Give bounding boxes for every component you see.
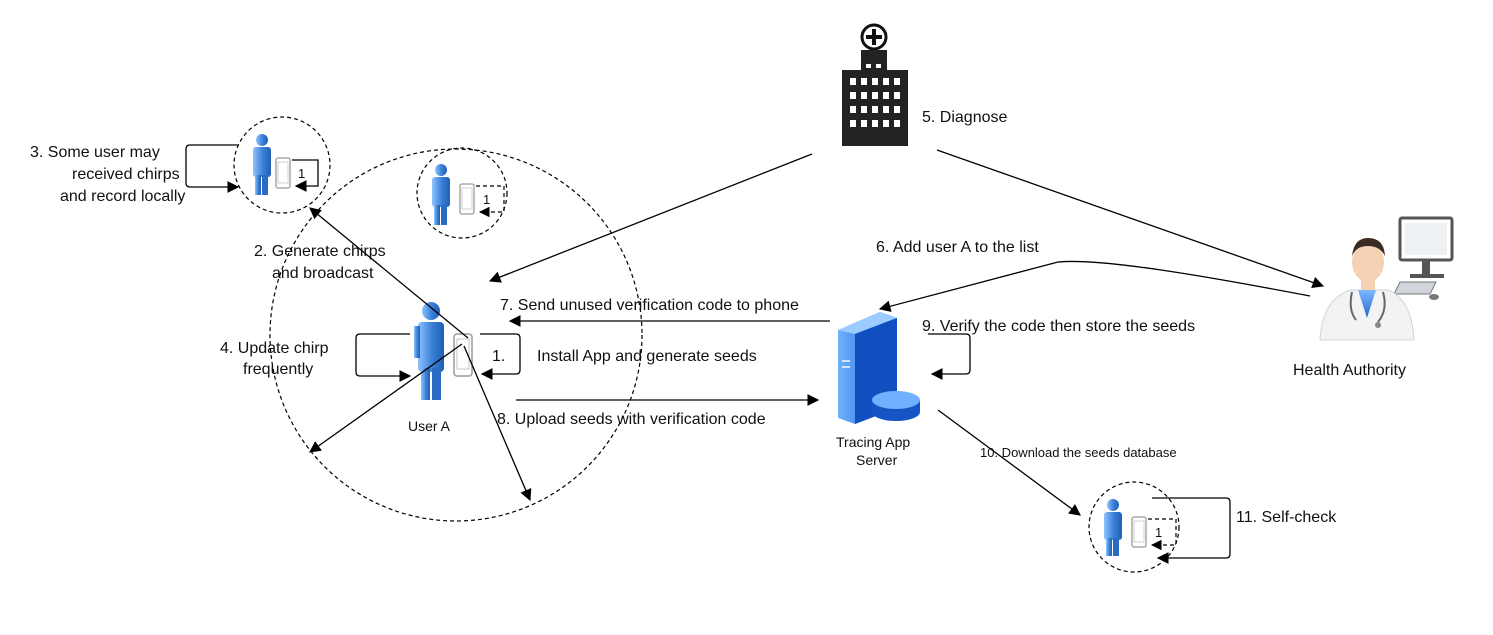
server-label-line2: Server <box>856 452 898 468</box>
edge-hospital-to-health-authority <box>936 149 1325 289</box>
edge-self-check-loop <box>1152 497 1231 564</box>
user-a-label: User A <box>408 418 451 434</box>
phone-badge-self-check: 1 <box>1155 525 1162 540</box>
phone-badge-inside: 1 <box>483 192 490 207</box>
self-check-user-circle <box>1088 481 1180 573</box>
phone-icon-inside <box>459 183 475 215</box>
step-2-label-line2: and broadcast <box>272 265 374 282</box>
step-6-label: 6. Add user A to the list <box>876 239 1039 256</box>
edge-download-seeds <box>937 409 1081 516</box>
computer-monitor-icon <box>1393 216 1454 300</box>
step-1-number: 1. <box>492 348 505 365</box>
edge-hospital-to-user-a <box>488 153 813 283</box>
phone-icon-self-check <box>1131 516 1147 548</box>
hospital-icon <box>842 23 908 146</box>
edge-verify-loop <box>928 333 971 380</box>
edge-broadcast-down-right <box>463 345 532 502</box>
edge-phone-loop-top-left <box>292 159 319 192</box>
step-9-label: 9. Verify the code then store the seeds <box>922 318 1195 335</box>
step-8-label: 8. Upload seeds with verification code <box>497 411 766 428</box>
doctor-icon <box>1319 238 1415 341</box>
edge-install-loop <box>480 333 521 380</box>
edge-phone-loop-inside <box>476 185 505 218</box>
nearby-user-circle-inside <box>416 147 508 239</box>
phone-badge-top-left: 1 <box>298 166 305 181</box>
edge-record-loop <box>185 144 240 193</box>
step-5-label: 5. Diagnose <box>922 109 1007 126</box>
edge-update-chirp-loop <box>355 333 412 382</box>
step-4-label-line2: frequently <box>243 361 313 378</box>
edge-phone-loop-self-check <box>1148 518 1177 551</box>
health-authority-label: Health Authority <box>1293 362 1406 379</box>
phone-icon-top-left <box>275 157 291 189</box>
edge-health-authority-to-server <box>878 260 1311 312</box>
step-3-label-line1: 3. Some user may <box>30 144 160 161</box>
step-11-label: 11. Self-check <box>1236 509 1337 526</box>
step-3-label-line3: and record locally <box>60 188 185 205</box>
nearby-user-icon-inside <box>432 164 450 225</box>
nearby-user-circle-top-left <box>233 116 331 214</box>
edge-broadcast-down-left <box>309 343 463 453</box>
step-1-label: Install App and generate seeds <box>537 348 757 365</box>
self-check-user-icon <box>1104 499 1122 556</box>
step-3-label-line2: received chirps <box>72 166 180 183</box>
user-a-phone-icon <box>453 333 473 377</box>
nearby-user-icon-top-left <box>253 134 271 195</box>
edge-broadcast-to-top-left <box>309 207 469 339</box>
user-a-icon <box>414 302 444 400</box>
step-10-label: 10. Download the seeds database <box>980 445 1177 460</box>
server-icon <box>838 312 920 424</box>
step-4-label-line1: 4. Update chirp <box>220 340 329 357</box>
server-label-line1: Tracing App <box>836 434 910 450</box>
step-7-label: 7. Send unused verification code to phon… <box>500 297 799 314</box>
step-2-label-line1: 2. Generate chirps <box>254 243 386 260</box>
